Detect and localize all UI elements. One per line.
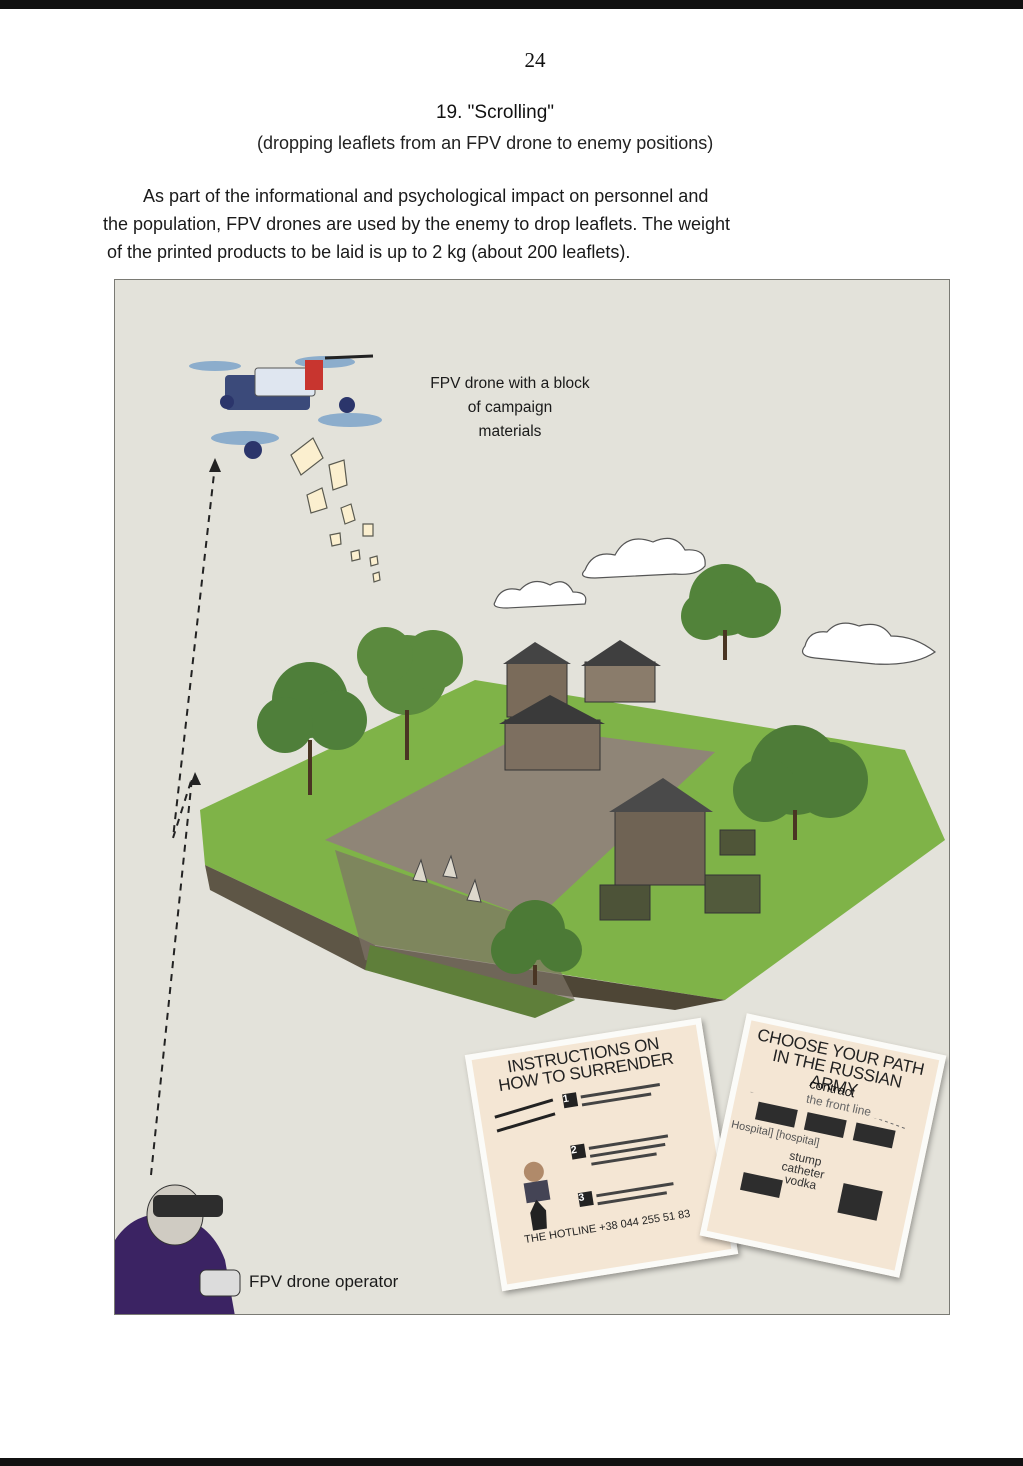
arrow-head-icon [209, 458, 221, 472]
drone-label: FPV drone with a block of campaign mater… [410, 372, 610, 444]
page-number: 24 [0, 48, 1023, 73]
operator-label: FPV drone operator [249, 1270, 398, 1294]
paragraph-line: As part of the informational and psychol… [103, 182, 903, 210]
falling-leaflets [291, 438, 380, 582]
drone-label-line: of campaign [410, 396, 610, 420]
section-subtitle: (dropping leaflets from an FPV drone to … [257, 133, 713, 154]
paragraph-line: the population, FPV drones are used by t… [103, 210, 903, 238]
top-border [0, 0, 1023, 9]
surrender-leaflet: INSTRUCTIONS ON HOW TO SURRENDER 1 2 3 T… [465, 1018, 738, 1291]
drone-label-line: FPV drone with a block [410, 372, 610, 396]
section-title: 19. "Scrolling" [0, 102, 990, 124]
rifle-icon [494, 1100, 557, 1131]
paragraph-line: of the printed products to be laid is up… [103, 238, 903, 266]
drone-label-line: materials [410, 420, 610, 444]
drone-operator-icon [115, 1185, 240, 1315]
bottom-border [0, 1458, 1023, 1466]
outcome-list: stump catheter vodka [778, 1148, 828, 1192]
pointing-hand-icon [528, 1199, 548, 1231]
body-paragraph: As part of the informational and psychol… [103, 182, 903, 266]
raised-hands-icon [520, 1160, 550, 1203]
fpv-drone-icon [189, 356, 382, 459]
illustration-panel: FPV drone with a block of campaign mater… [114, 279, 950, 1315]
